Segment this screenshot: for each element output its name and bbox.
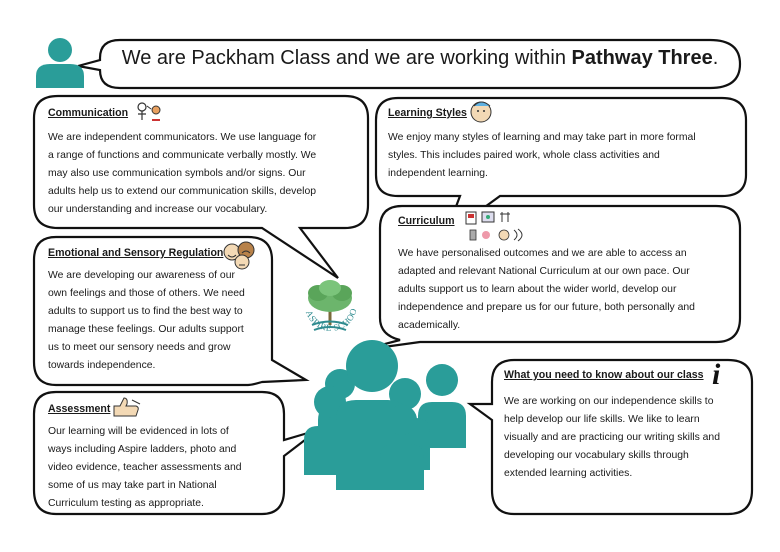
- what-to-know-heading: What you need to know about our class: [504, 369, 704, 381]
- communication-section: Communication We are independent communi…: [48, 104, 368, 219]
- title-suffix: .: [712, 47, 719, 69]
- title-bubble: [77, 38, 742, 90]
- emotional-bubble: [32, 235, 310, 387]
- learning-styles-heading: Learning Styles: [388, 107, 467, 119]
- what-to-know-bubble: [466, 358, 754, 516]
- learning-styles-head-icon: [470, 101, 492, 123]
- page-title: We are Packham Class and we are working …: [110, 38, 730, 78]
- assessment-heading: Assessment: [48, 403, 111, 415]
- curriculum-section: Curriculum We have personalised outcomes…: [398, 212, 738, 335]
- title-text: We are Packham Class and we are working …: [121, 47, 572, 69]
- communication-bubble: [32, 94, 370, 279]
- curriculum-heading: Curriculum: [398, 215, 455, 227]
- assessment-bubble: [32, 390, 319, 516]
- title-emphasis: Pathway Three: [571, 47, 713, 69]
- curriculum-symbols-icon: [465, 211, 523, 242]
- tree-logo-icon: [308, 280, 352, 331]
- communication-symbol-icon: [137, 102, 161, 121]
- assessment-section: Assessment Our learning will be evidence…: [48, 400, 284, 513]
- curriculum-body: We have personalised outcomes and we are…: [398, 248, 695, 331]
- what-to-know-section: What you need to know about our class We…: [504, 366, 744, 483]
- communication-heading: Communication: [48, 107, 129, 119]
- communication-body: We are independent communicators. We use…: [48, 132, 317, 215]
- info-icon: i: [712, 358, 721, 391]
- curriculum-bubble: [361, 204, 742, 352]
- learning-styles-body: We enjoy many styles of learning and may…: [388, 132, 696, 179]
- people-group-icon: [304, 340, 466, 490]
- person-icon: [36, 38, 84, 88]
- emotions-faces-icon: [223, 241, 255, 270]
- thumbs-up-icon: [113, 397, 141, 417]
- assessment-body: Our learning will be evidenced in lots o…: [48, 426, 242, 509]
- emotional-body: We are developing our awareness of our o…: [48, 270, 245, 371]
- emotional-section: Emotional and Sensory Regulation We are …: [48, 244, 268, 375]
- what-to-know-body: We are working on our independence skill…: [504, 396, 720, 479]
- learning-styles-section: Learning Styles We enjoy many styles of …: [388, 104, 738, 183]
- emotional-heading: Emotional and Sensory Regulation: [48, 247, 224, 259]
